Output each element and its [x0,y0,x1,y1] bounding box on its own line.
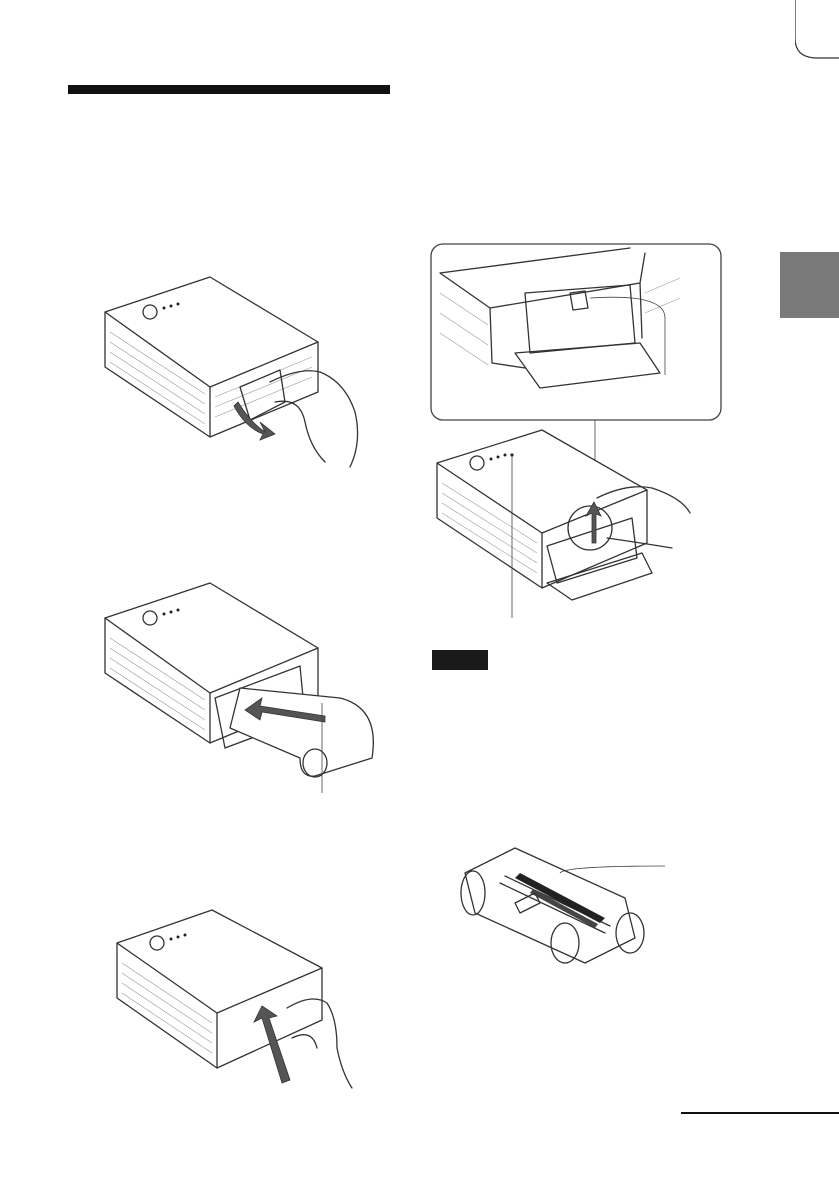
printer-pushing-eject-lever-illustration [432,428,694,620]
crop-mark [795,0,839,60]
printer-opening-tray-door-illustration [100,272,370,472]
printer-eject-lever-detail-illustration [430,243,722,421]
chapter-tab [780,252,839,318]
ribbon-cartridge-illustration [455,838,670,978]
printer-closing-tray-door-illustration [112,908,362,1088]
note-badge [432,650,488,670]
printer-inserting-ribbon-cartridge-illustration [100,578,385,793]
continued-rule [681,1112,839,1114]
section-rule [68,85,390,94]
